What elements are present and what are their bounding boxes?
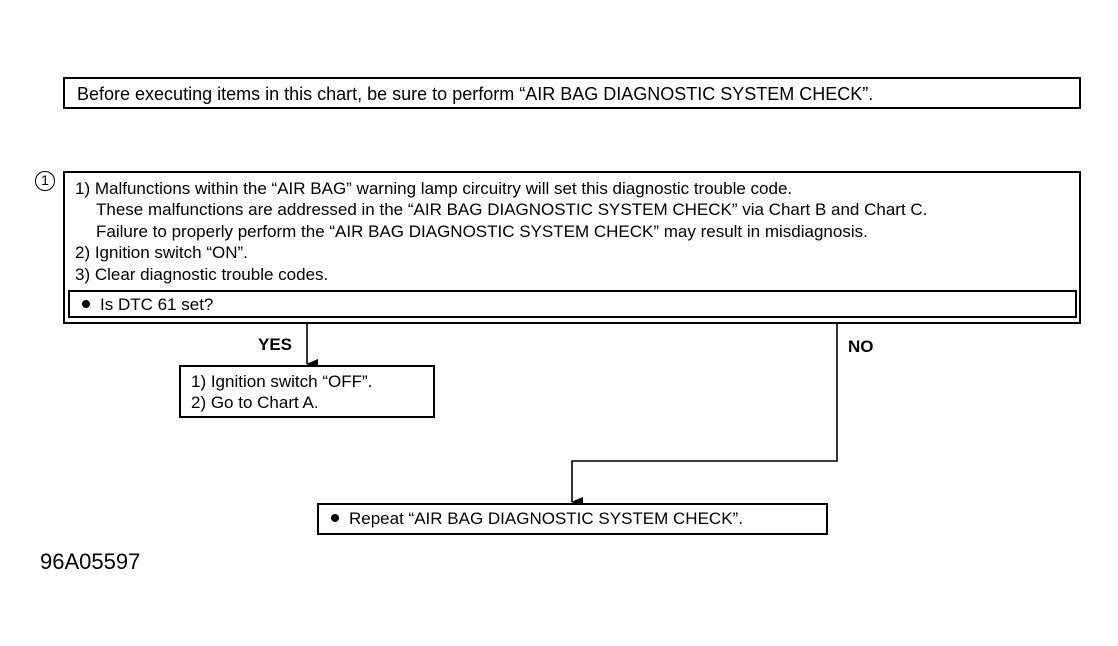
step-1-box: 1) Malfunctions within the “AIR BAG” war… [63,171,1081,324]
instruction-line-3: Failure to properly perform the “AIR BAG… [96,221,868,241]
instruction-line-1: 1) Malfunctions within the “AIR BAG” war… [75,179,793,198]
instruction-line-2: These malfunctions are addressed in the … [96,200,928,220]
instruction-line-5: 3) Clear diagnostic trouble codes. [75,264,329,284]
step-1-instructions: 1) Malfunctions within the “AIR BAG” war… [75,178,927,285]
decision-question: Is DTC 61 set? [68,290,1077,318]
yes-action-line-2: 2) Go to Chart A. [191,393,319,412]
figure-id: 96A05597 [40,549,141,574]
step-number: 1 [41,172,49,188]
instruction-line-4: 2) Ignition switch “ON”. [75,243,248,263]
no-connector [571,324,838,507]
yes-branch-label: YES [258,335,293,354]
decision-question-text: Is DTC 61 set? [100,295,214,314]
yes-action-line-1: 1) Ignition switch “OFF”. [191,372,373,391]
bullet-icon [331,514,339,522]
step-number-marker: 1 [35,171,55,191]
no-branch-label: NO [848,337,874,356]
no-action-box: Repeat “AIR BAG DIAGNOSTIC SYSTEM CHECK”… [317,503,828,535]
no-action-text: Repeat “AIR BAG DIAGNOSTIC SYSTEM CHECK”… [349,509,743,528]
yes-action-box: 1) Ignition switch “OFF”. 2) Go to Chart… [179,365,435,418]
bullet-icon [82,300,90,308]
pre-check-notice: Before executing items in this chart, be… [63,77,1081,109]
pre-check-notice-text: Before executing items in this chart, be… [77,84,874,104]
